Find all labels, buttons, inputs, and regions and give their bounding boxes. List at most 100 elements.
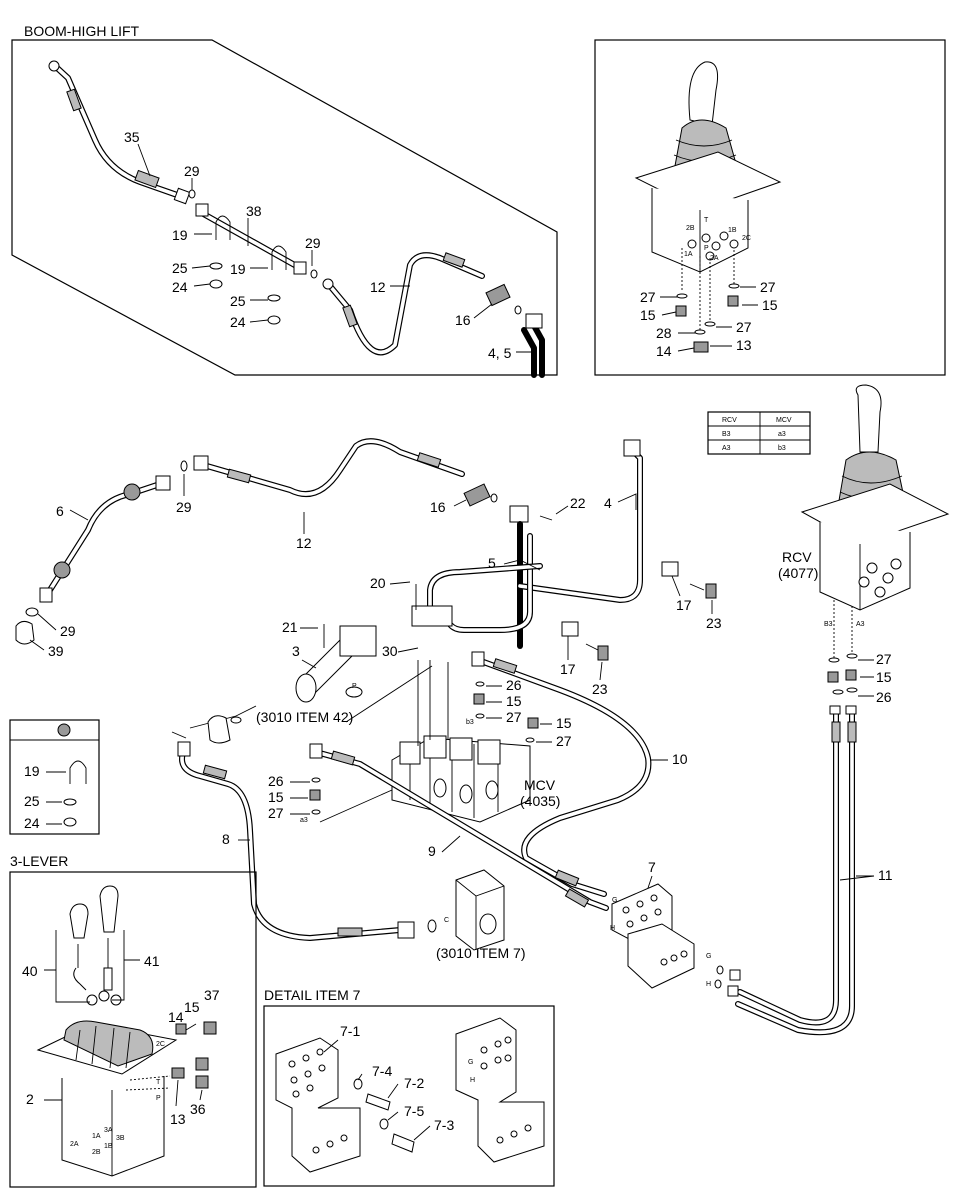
three-lever-frame [9,871,257,1188]
callout-23: 23 [592,681,608,697]
bracket-7 [611,883,695,989]
callout-7-4: 7-4 [372,1063,392,1079]
svg-text:2C: 2C [156,1041,165,1048]
callout-37: 37 [204,987,220,1003]
callout-24: 24 [172,279,188,295]
callout-21: 21 [282,619,298,635]
svg-text:2A: 2A [70,1141,79,1148]
callout-12: 12 [370,279,386,295]
svg-text:b3: b3 [466,719,474,726]
callout-7: 7 [648,859,656,875]
callout-11: 11 [878,867,893,883]
callout-13: 13 [170,1111,186,1127]
callout-22: 22 [570,495,586,511]
svg-text:C: C [444,917,449,924]
svg-text:2B: 2B [92,1149,101,1156]
callout-15: 15 [268,789,284,805]
callout-3: 3 [292,643,300,659]
svg-text:1B: 1B [104,1143,113,1150]
callout-29: 29 [184,163,200,179]
rcv-mcv-table: RCV MCV B3 a3 A3 b3 [707,411,811,455]
callout-27: 27 [640,289,656,305]
callout-16: 16 [455,312,471,328]
main-assembly: RCV (4077) B3 A3 27 15 26 11 [9,384,950,1036]
callout-7-3: 7-3 [434,1117,454,1133]
rcv-label: RCV [782,549,812,565]
callout-15: 15 [506,693,522,709]
table-cell: A3 [722,445,731,452]
callout-10: 10 [672,751,688,767]
detail-item-7-panel: DETAIL ITEM 7 7-1 7-4 7-2 7-5 7-3 G H [263,987,555,1187]
svg-text:P: P [352,683,357,690]
callout-7-1: 7-1 [340,1023,360,1039]
callout-24: 24 [230,314,246,330]
callout-27: 27 [876,651,892,667]
callout-7-2: 7-2 [404,1075,424,1091]
svg-text:T: T [156,1079,161,1086]
callout-25: 25 [172,260,188,276]
callout-15: 15 [556,715,572,731]
callout-12: 12 [296,535,312,551]
svg-text:H: H [470,1077,475,1084]
three-lever-panel: 3-LEVER 2C T P 2A 1A 3A 3B 2B 1B 40 41 3… [9,853,257,1188]
callout-15: 15 [762,297,778,313]
callout-25: 25 [230,293,246,309]
u-bolt-inset: 19 25 24 [9,719,100,835]
table-cell: a3 [778,431,786,438]
callout-4-5: 4, 5 [488,345,512,361]
callout-38: 38 [246,203,262,219]
callout-36: 36 [190,1101,206,1117]
svg-text:3B: 3B [116,1135,125,1142]
svg-text:H: H [610,925,615,932]
svg-text:B3: B3 [824,621,833,628]
callout-40: 40 [22,963,38,979]
callout-13: 13 [736,337,752,353]
callout-19: 19 [172,227,188,243]
callout-23: 23 [706,615,722,631]
three-lever-title: 3-LEVER [10,853,68,869]
callout-29: 29 [176,499,192,515]
callout-35: 35 [124,129,140,145]
joystick-detail-panel: 2B T 1B 2C P 1A 2A 27 27 15 15 28 27 14 … [594,39,946,376]
callout-27: 27 [760,279,776,295]
svg-text:H: H [706,981,711,988]
svg-text:1A: 1A [684,251,693,258]
hose-12-top [327,252,485,356]
callout-6: 6 [56,503,64,519]
callout-27: 27 [736,319,752,335]
callout-39: 39 [48,643,64,659]
callout-17: 17 [676,597,692,613]
svg-text:2B: 2B [686,225,695,232]
callout-16: 16 [430,499,446,515]
callout-20: 20 [370,575,386,591]
svg-text:P: P [704,245,709,252]
callout-28: 28 [656,325,672,341]
callout-27: 27 [506,709,522,725]
callout-15: 15 [876,669,892,685]
svg-text:P: P [156,1095,161,1102]
svg-text:2A: 2A [710,255,719,262]
boom-high-lift-panel: BOOM-HIGH LIFT [11,23,558,378]
callout-14: 14 [656,343,672,359]
callout-19: 19 [24,763,40,779]
mcv-label: MCV [524,777,556,793]
callout-5: 5 [488,555,496,571]
callout-41: 41 [144,953,160,969]
callout-29: 29 [305,235,321,251]
callout-17: 17 [560,661,576,677]
ref-3010-item7: (3010 ITEM 7) [436,945,525,961]
rcv-number: (4077) [778,565,818,581]
callout-14: 14 [168,1009,184,1025]
callout-26: 26 [506,677,522,693]
callout-25: 25 [24,793,40,809]
table-cell: b3 [778,445,786,452]
detail-item-7-frame [263,1005,555,1187]
callout-26: 26 [268,773,284,789]
callout-26: 26 [876,689,892,705]
hose-35 [52,63,183,199]
svg-text:G: G [612,897,617,904]
callout-2: 2 [26,1091,34,1107]
callout-27: 27 [556,733,572,749]
svg-text:1A: 1A [92,1133,101,1140]
